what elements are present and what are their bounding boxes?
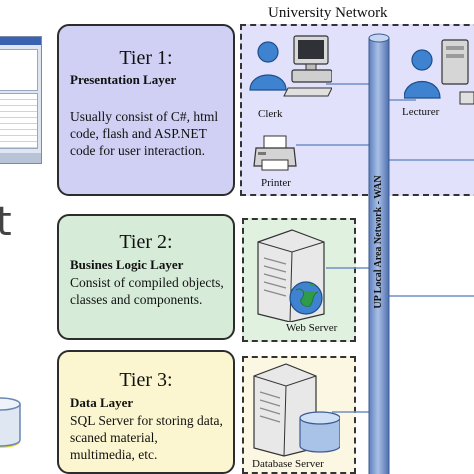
network-backbone xyxy=(368,33,390,474)
cropped-app-window xyxy=(0,36,42,164)
web-server-label: Web Server xyxy=(286,322,338,334)
database-server-label: Database Server xyxy=(252,458,324,470)
printer-label: Printer xyxy=(261,177,291,189)
tier-2-description: Consist of compiled objects, classes and… xyxy=(70,275,224,307)
tier-3-card: Tier 3: Data Layer SQL Server for storin… xyxy=(57,350,235,474)
lecturer-workstation-icon xyxy=(404,39,474,105)
tier-3-description: SQL Server for storing data, scaned mate… xyxy=(70,413,223,462)
clerk-workstation-icon xyxy=(249,35,332,97)
tier-3-title: Tier 3: xyxy=(119,369,173,391)
tier-1-description: Usually consist of C#, html code, flash … xyxy=(70,109,219,158)
tier-2-subtitle: Busines Logic Layer xyxy=(70,257,184,272)
web-server-icon xyxy=(257,229,325,322)
tier-2-card: Tier 2: Busines Logic Layer Consist of c… xyxy=(57,214,235,340)
cropped-database-icon xyxy=(0,397,21,448)
tier-3-subtitle: Data Layer xyxy=(70,395,134,410)
tier-1-subtitle: Presentation Layer xyxy=(70,72,177,87)
database-server-icon xyxy=(253,363,340,457)
lecturer-label: Lecturer xyxy=(402,106,440,118)
tier-2-title: Tier 2: xyxy=(119,231,173,253)
cropped-text-fragment: t xyxy=(0,199,12,245)
clerk-label: Clerk xyxy=(258,108,283,120)
network-title: University Network xyxy=(268,5,388,21)
backbone-label: UP Local Area Network - WAN xyxy=(373,175,384,309)
tier-1-card: Tier 1: Presentation Layer Usually consi… xyxy=(57,24,235,196)
printer-icon xyxy=(253,135,297,171)
tier-1-title: Tier 1: xyxy=(119,47,173,69)
